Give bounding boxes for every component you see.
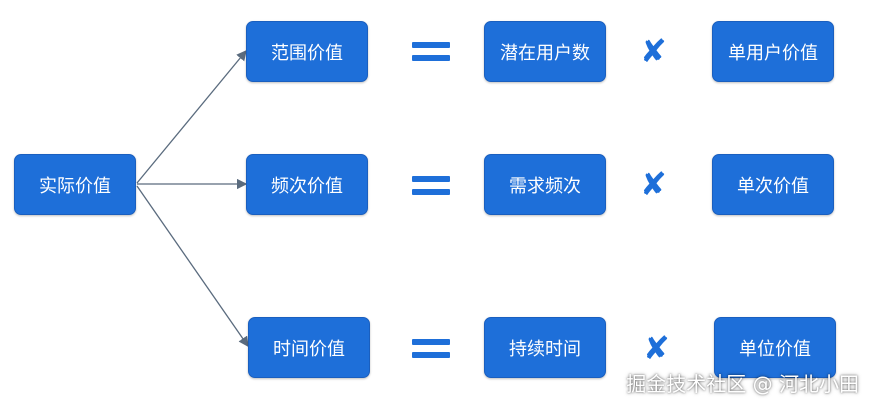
row-0-left-box: 范围价值	[246, 21, 368, 82]
row-1-left-box: 频次价值	[246, 154, 368, 215]
times-sign-0: ✘	[640, 32, 667, 70]
equals-sign-0	[412, 42, 450, 64]
equals-sign-1	[412, 176, 450, 198]
row-0-left-label: 范围价值	[271, 42, 343, 64]
times-sign-2: ✘	[643, 329, 670, 367]
row-2-mid-label: 持续时间	[509, 338, 581, 360]
row-1-right-label: 单次价值	[737, 175, 809, 197]
row-2-left-box: 时间价值	[248, 317, 370, 378]
row-0-mid-label: 潜在用户数	[500, 42, 590, 64]
times-sign-1: ✘	[640, 165, 667, 203]
row-0-mid-box: 潜在用户数	[484, 21, 606, 82]
root-box: 实际价值	[14, 154, 136, 215]
watermark: 掘金技术社区 @ 河北小田	[626, 372, 859, 396]
row-2-left-label: 时间价值	[273, 338, 345, 360]
row-1-mid-box: 需求频次	[484, 154, 606, 215]
row-2-mid-box: 持续时间	[484, 317, 606, 378]
arrow-to-range	[136, 49, 247, 184]
arrow-to-time	[136, 185, 249, 348]
equals-sign-2	[412, 339, 450, 361]
row-0-right-box: 单用户价值	[712, 21, 834, 82]
row-1-right-box: 单次价值	[712, 154, 834, 215]
row-1-left-label: 频次价值	[271, 175, 343, 197]
row-2-right-label: 单位价值	[739, 338, 811, 360]
row-1-mid-label: 需求频次	[509, 175, 581, 197]
root-label: 实际价值	[39, 175, 111, 197]
row-0-right-label: 单用户价值	[728, 42, 818, 64]
row-2-right-box: 单位价值	[714, 317, 836, 378]
